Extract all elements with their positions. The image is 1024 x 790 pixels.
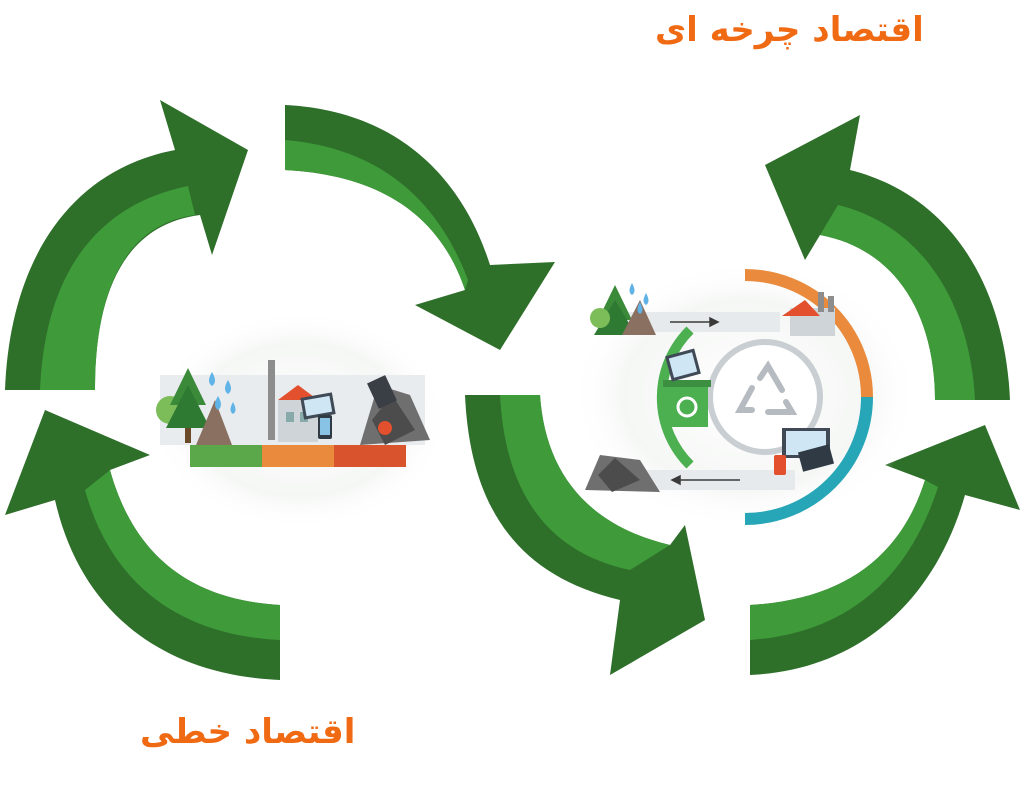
water-drops-icon	[209, 372, 236, 414]
arrow-top-left	[5, 100, 248, 390]
flow-arrows	[670, 316, 740, 486]
ground-band-green	[190, 445, 262, 467]
arrow-lower-right	[750, 425, 1020, 675]
tree-icon	[156, 368, 232, 445]
factory-icon	[782, 292, 835, 336]
circular-economy-title: اقتصاد چرخه ای	[655, 10, 924, 50]
water-drops-icon	[629, 283, 649, 314]
arrow-upper-right	[765, 115, 1010, 400]
outer-ring-green	[656, 326, 694, 469]
linear-economy-title: اقتصاد خطی	[140, 712, 356, 752]
ground-band-orange	[262, 445, 334, 467]
tree-icon	[590, 285, 656, 335]
waste-pile-icon	[360, 375, 430, 445]
devices-icon	[774, 428, 835, 475]
waste-pile-icon	[585, 455, 660, 492]
arrow-bottom-left	[5, 410, 280, 680]
circular-cycle-arrows	[465, 115, 1020, 675]
devices-icon	[300, 392, 336, 439]
linear-economy-scene	[150, 310, 450, 530]
linear-cycle-arrows	[5, 100, 555, 680]
arrow-center-bottom	[465, 395, 705, 675]
recycle-bin-icon	[663, 348, 711, 427]
outer-ring-teal	[744, 396, 873, 525]
ground-band-red	[334, 445, 406, 467]
inner-ring	[707, 339, 823, 455]
circular-economy-scene	[570, 260, 920, 530]
arrow-top-right	[285, 105, 555, 350]
recycle-symbol-icon	[734, 360, 798, 415]
